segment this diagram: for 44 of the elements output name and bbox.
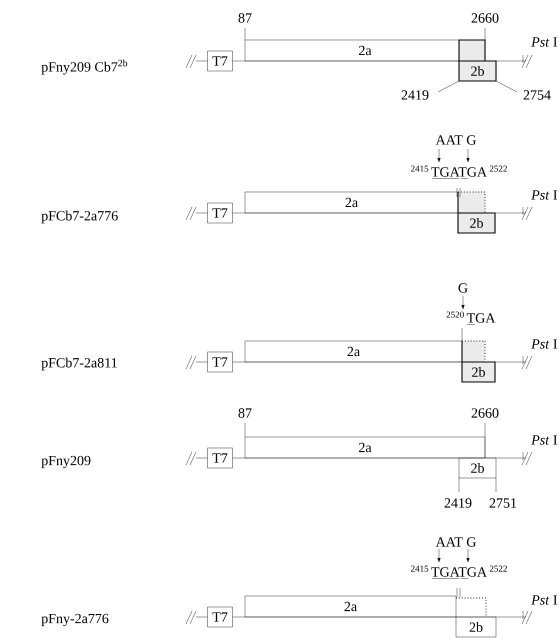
gene-box: 2b [458,458,496,478]
gene-box: 2b [456,616,496,638]
gene-box: 2a [244,40,486,62]
position-label: 2660 [472,13,498,23]
substituted-bases: AAT G [436,537,476,547]
sequence-text: TGA [466,313,496,323]
promoter-box: T7 [207,606,233,628]
substituted-bases: AAT G [436,135,476,145]
construct-name: pFny-2a776 [41,614,108,626]
restriction-site-label: Pst I [531,339,558,349]
gene-box: 2b [457,212,496,234]
restriction-site-label: Pst I [531,37,558,47]
gene-box: 2b [458,60,497,82]
position-label: 2415 [411,566,428,572]
position-label: 2754 [524,90,551,100]
sequence-text: TGATGA [431,167,487,177]
position-label: 87 [238,408,252,418]
position-label: 2419 [444,498,472,508]
position-label: 2520 [446,312,464,318]
construct-name: pFCb7-2a811 [41,358,117,370]
gene-box: 2a [244,340,462,362]
construct-name: pFny209 Cb7$^{2b}$ [41,59,128,75]
promoter-box: T7 [207,202,233,224]
construct-name: pFCb7-2a776 [41,210,118,224]
position-label: 2751 [490,498,516,508]
promoter-box: T7 [207,352,233,372]
promoter-box: T7 [207,50,233,72]
position-label: 2415 [411,166,428,172]
position-label: 2660 [472,408,498,418]
restriction-site-label: Pst I [531,435,558,445]
gene-box: 2a [244,192,458,214]
construct-name: pFny209 [41,456,90,468]
gene-box: 2a [244,596,456,618]
substituted-bases: G [458,283,468,293]
position-label: 2522 [490,566,507,572]
sequence-text: TGATGA [431,567,487,577]
position-label: 2419 [402,90,428,100]
gene-box: 2b [461,361,496,383]
gene-box: 2a [244,436,486,458]
promoter-box: T7 [207,448,233,468]
position-label: 87 [238,13,252,23]
restriction-site-label: Pst I [531,595,558,605]
position-label: 2522 [490,166,507,172]
restriction-site-label: Pst I [531,190,558,200]
